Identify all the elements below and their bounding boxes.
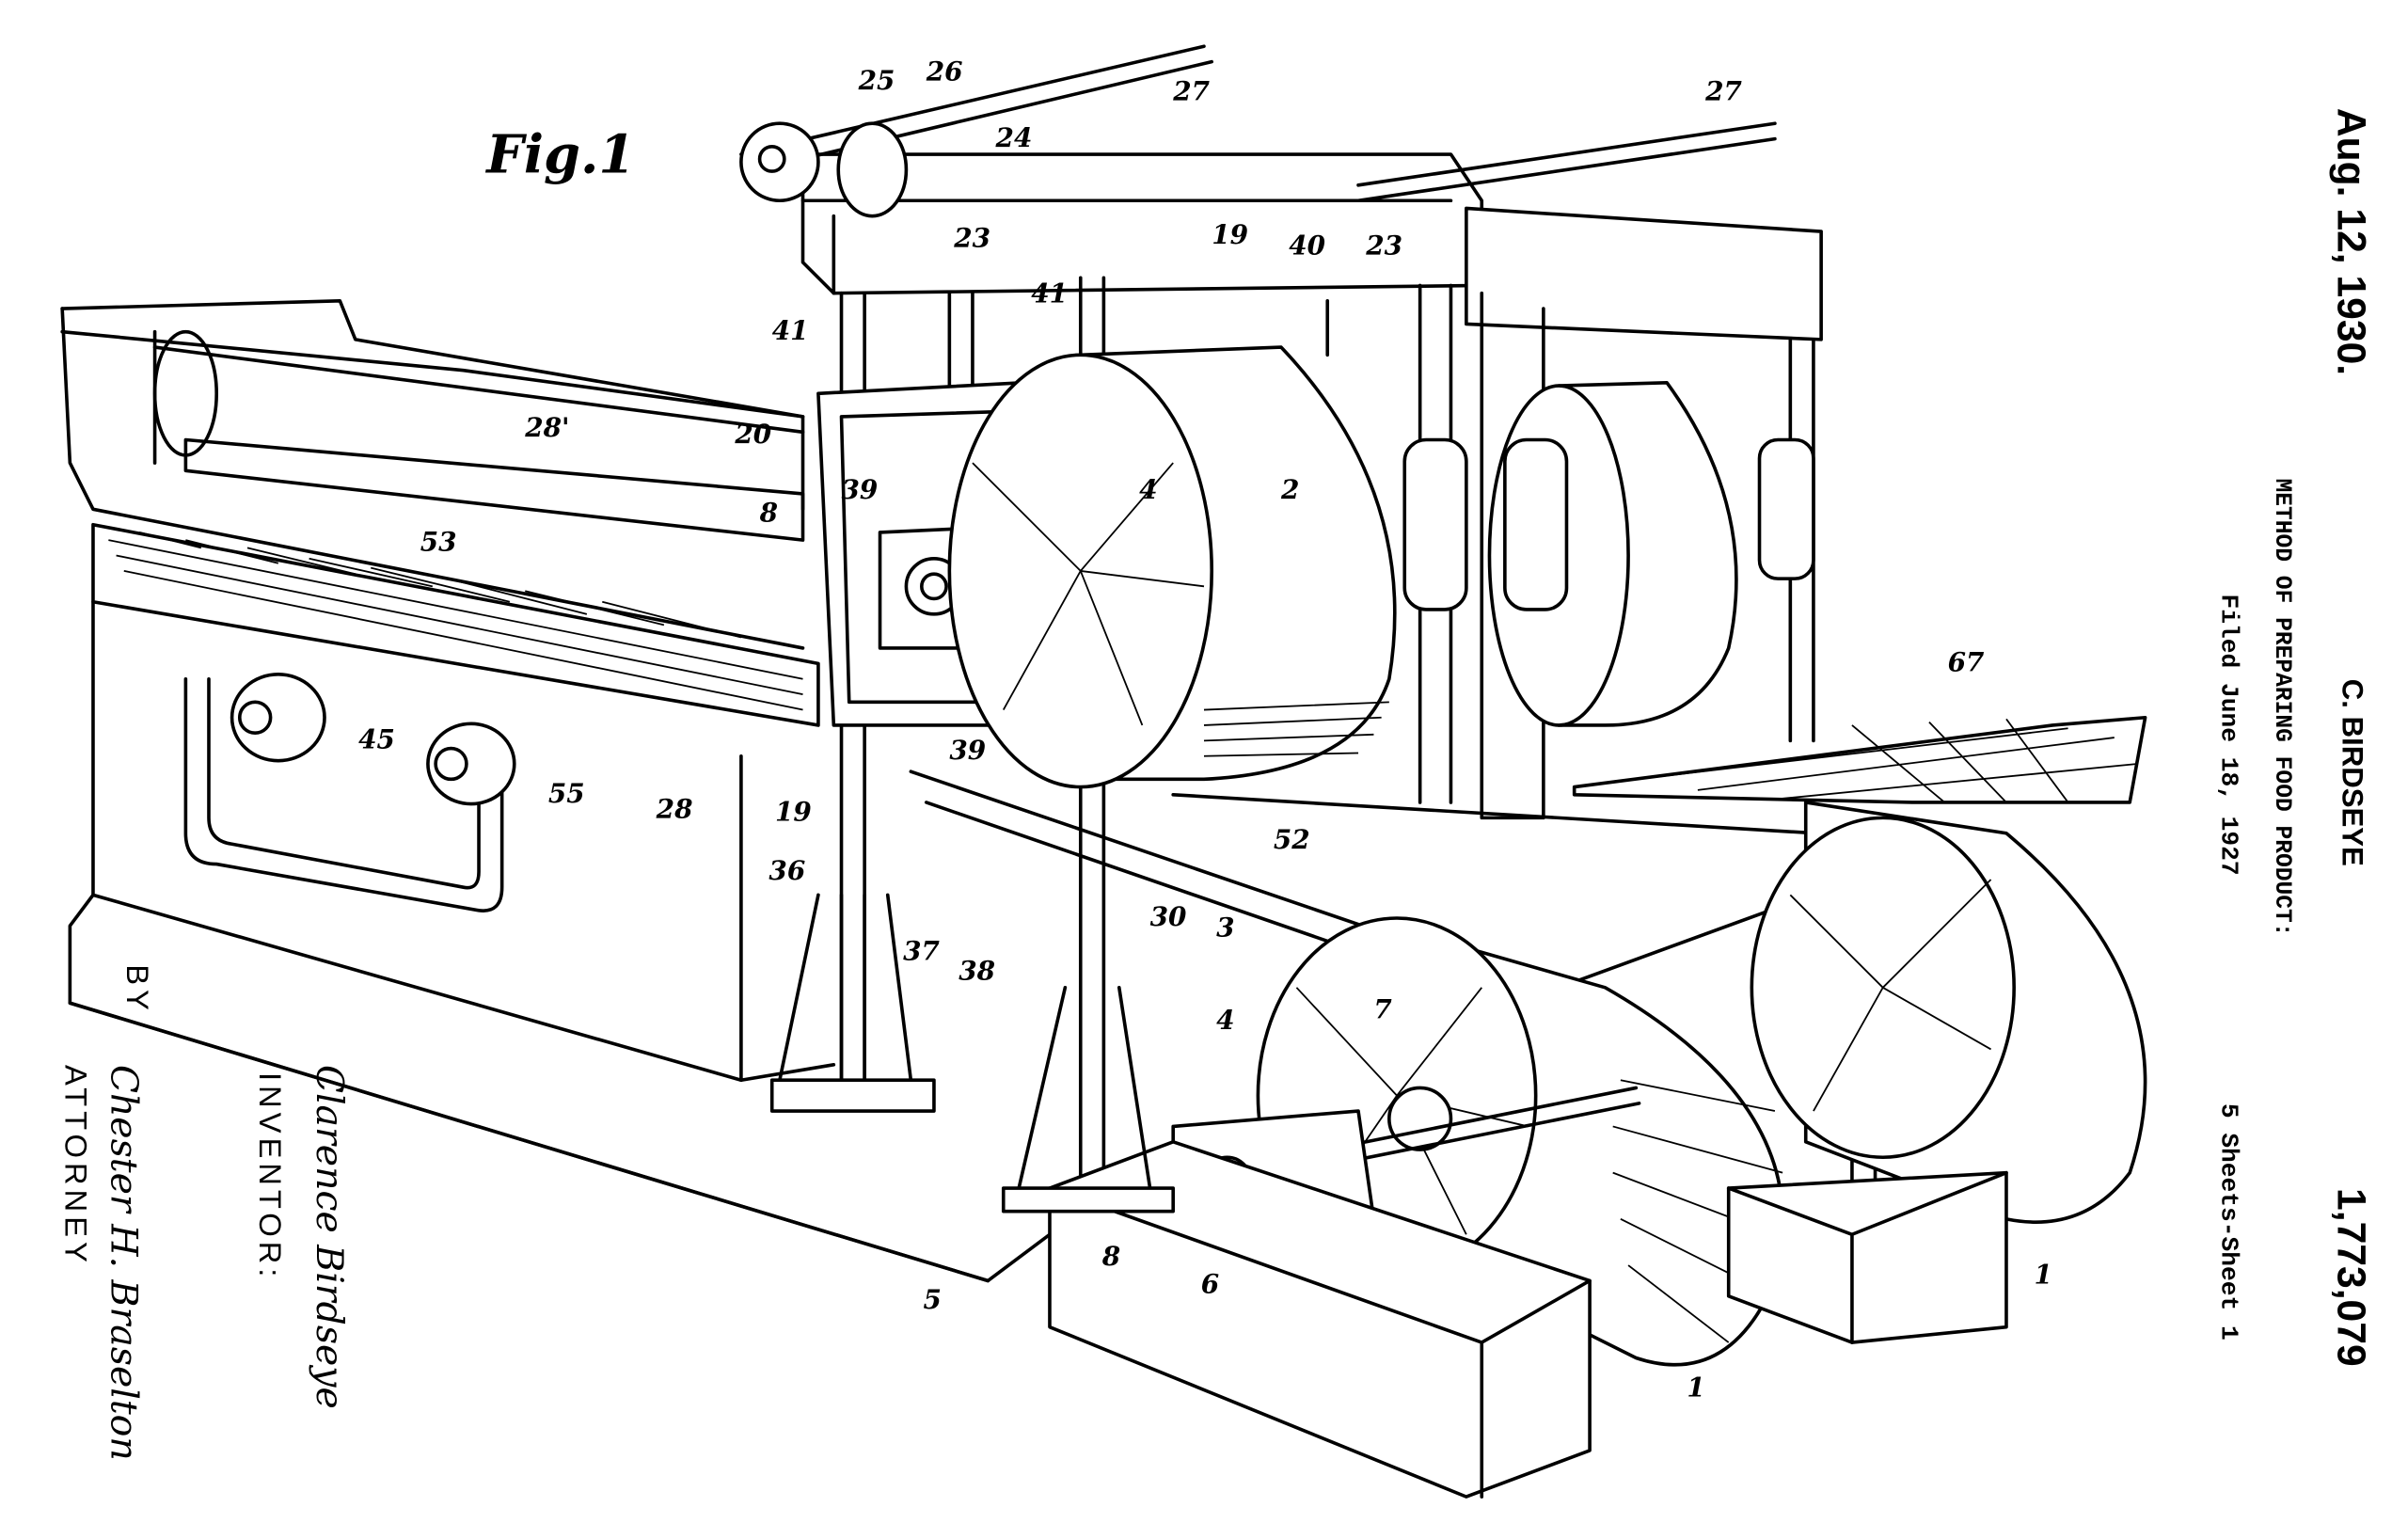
ref-numeral: 20 — [734, 419, 771, 450]
ref-numeral: 27 — [1704, 76, 1742, 107]
ref-numeral: 7 — [1373, 994, 1392, 1025]
patent-date: Aug. 12, 1930. — [2329, 108, 2374, 375]
attorney-signature: Chester H. Braselton — [103, 1065, 146, 1461]
ref-numeral: 38 — [958, 956, 995, 987]
ref-numeral: 23 — [953, 222, 990, 253]
ref-numeral: 24 — [995, 122, 1033, 153]
rear-upper-drum — [1402, 380, 1815, 727]
ref-numeral: 37 — [903, 935, 940, 966]
ref-numeral: 1 — [2034, 1260, 2052, 1291]
conveyor-housing — [60, 299, 1052, 1283]
inventor-signature: Clarence Birdseye — [308, 1065, 351, 1409]
ref-numeral: 19 — [775, 797, 812, 828]
ref-numeral: 25 — [858, 65, 895, 96]
patent-title: METHOD OF PREPARING FOOD PRODUCT: — [2269, 479, 2294, 937]
machine-illustration — [60, 44, 2147, 1499]
ref-numeral: 3 — [1216, 912, 1234, 944]
ref-numeral: 6 — [1201, 1269, 1219, 1300]
ref-numeral: 41 — [1031, 278, 1068, 309]
support-stands — [769, 893, 1175, 1214]
ref-numeral: 28 — [656, 793, 693, 824]
ref-numeral: 52 — [1274, 824, 1310, 855]
ref-numeral: 41 — [772, 315, 809, 346]
inventor-label: INVENTOR: — [253, 1072, 288, 1281]
patent-header: Aug. 12, 1930. C. BIRDSEYE 1,773,079 MET… — [2215, 108, 2374, 1367]
drum-1-rear — [1750, 801, 2147, 1224]
ref-numeral: 4 — [1139, 474, 1157, 505]
ref-numeral: 8 — [1101, 1241, 1120, 1272]
ref-numeral: 1 — [1687, 1372, 1704, 1403]
ref-numeral: 55 — [548, 778, 585, 809]
inventor-name: C. BIRDSEYE — [2337, 679, 2369, 866]
ref-numeral: 39 — [842, 474, 879, 505]
ref-numeral: 2 — [1280, 474, 1299, 505]
ref-numeral: 45 — [358, 724, 395, 755]
ref-numeral: 19 — [1212, 219, 1248, 250]
ref-numeral: 26 — [926, 56, 963, 87]
sheet-count: 5 Sheets-Sheet 1 — [2215, 1103, 2243, 1341]
ref-numeral: 5 — [923, 1284, 941, 1315]
patent-number: 1,773,079 — [2329, 1188, 2374, 1367]
drum-2 — [947, 345, 1397, 789]
tray-67 — [1572, 715, 2147, 804]
base-blocks — [1048, 1140, 2008, 1499]
ref-numeral: 53 — [420, 527, 457, 558]
reference-numerals: 27 27 25 26 24 23 19 40 23 41 41 20 28' … — [358, 56, 2052, 1403]
ref-numeral: 28' — [524, 412, 569, 443]
ref-numeral: 27 — [1172, 76, 1210, 107]
ref-numeral: 30 — [1150, 901, 1187, 932]
ref-numeral: 23 — [1365, 230, 1402, 262]
ref-numeral: 67 — [1948, 647, 1985, 678]
ref-numeral: 4 — [1216, 1005, 1234, 1036]
ref-numeral: 36 — [768, 855, 805, 886]
figure-label: Fig.1 — [484, 125, 635, 186]
ref-numeral: 39 — [949, 735, 986, 766]
ref-numeral: 8 — [759, 497, 778, 528]
filed-date: Filed June 18, 1927 — [2215, 595, 2243, 876]
by-label: BY — [120, 964, 155, 1015]
ref-numeral: 40 — [1289, 230, 1325, 262]
attorney-label: ATTORNEY — [58, 1065, 93, 1267]
signature-block: BY Clarence Birdseye INVENTOR: Chester H… — [58, 964, 350, 1461]
brine-pipes — [183, 673, 516, 912]
